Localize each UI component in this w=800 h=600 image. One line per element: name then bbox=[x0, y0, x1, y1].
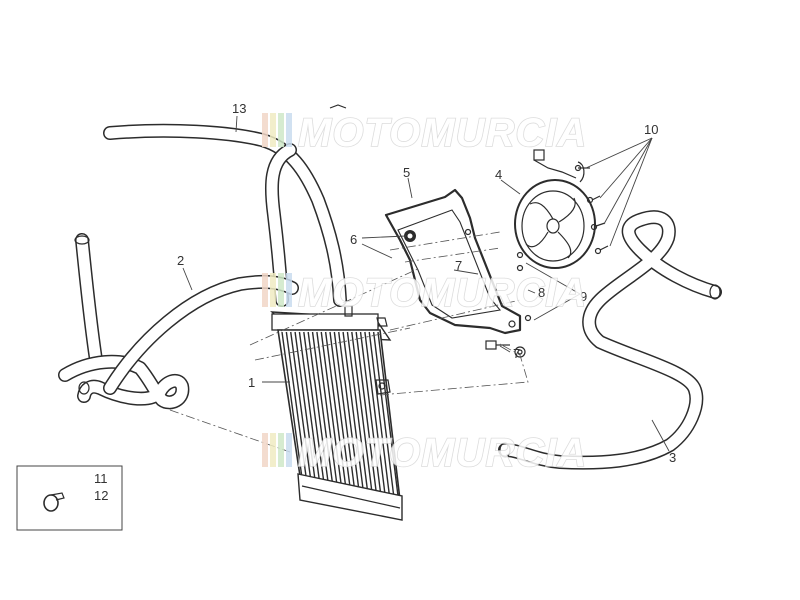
radiator-1 bbox=[270, 305, 403, 521]
callout-numbers: 1 2 3 4 5 6 7 7 8 9 10 13 bbox=[177, 101, 676, 465]
radiator-fin bbox=[307, 331, 329, 484]
watermark-text: MOTOMURCIA bbox=[298, 271, 587, 315]
radiator-fin bbox=[364, 331, 386, 494]
radiator-fin bbox=[377, 331, 399, 497]
watermark-top: MOTOMURCIA bbox=[262, 110, 587, 156]
callout-9: 9 bbox=[580, 289, 587, 304]
callout-5: 5 bbox=[403, 165, 410, 180]
radiator-fin bbox=[311, 331, 334, 484]
screws-10 bbox=[574, 164, 609, 255]
radiator-fins bbox=[281, 331, 399, 497]
watermark-text: MOTOMURCIA bbox=[298, 431, 587, 475]
radiator-fin bbox=[324, 331, 347, 487]
callout-2: 2 bbox=[177, 253, 184, 268]
callout-6: 6 bbox=[350, 232, 357, 247]
radiator-fin bbox=[298, 331, 321, 482]
radiator-fin bbox=[346, 331, 369, 491]
radiator-fin bbox=[351, 331, 373, 492]
callout-1: 1 bbox=[248, 375, 255, 390]
callout-8: 8 bbox=[538, 285, 545, 300]
callout-3: 3 bbox=[669, 450, 676, 465]
radiator-fin bbox=[294, 331, 316, 481]
radiator-fin bbox=[281, 331, 303, 479]
radiator-fin bbox=[355, 331, 377, 492]
watermark-bottom: MOTOMURCIA bbox=[262, 430, 587, 476]
watermark-middle: MOTOMURCIA bbox=[262, 270, 587, 316]
radiator-fin bbox=[338, 331, 360, 489]
radiator-fin bbox=[303, 331, 325, 483]
radiator-fin bbox=[285, 331, 308, 479]
hose-3 bbox=[498, 210, 722, 470]
leader-lines bbox=[182, 115, 670, 452]
radiator-fin bbox=[320, 331, 342, 486]
callout-11: 11 bbox=[94, 471, 108, 486]
fan-bracket-5 bbox=[384, 188, 522, 335]
clamp-inset: 11 12 bbox=[16, 465, 123, 531]
radiator-fin bbox=[329, 331, 351, 488]
cooling-fan-4 bbox=[514, 149, 596, 269]
grommet-6 bbox=[404, 230, 416, 242]
callout-4: 4 bbox=[495, 167, 502, 182]
hose-clamp-icon bbox=[43, 492, 65, 512]
radiator-fin bbox=[368, 331, 390, 495]
radiator-fin bbox=[316, 331, 338, 485]
radiator-fin bbox=[342, 331, 364, 490]
bolt-7 bbox=[485, 340, 510, 350]
callout-12: 12 bbox=[94, 488, 108, 503]
callout-13: 13 bbox=[232, 101, 246, 116]
radiator-fin bbox=[290, 331, 312, 480]
callout-7-upper: 7 bbox=[455, 258, 462, 273]
radiator-fin bbox=[359, 331, 382, 493]
radiator-fin bbox=[372, 331, 395, 496]
nuts-9 bbox=[516, 251, 532, 322]
watermark-text: MOTOMURCIA bbox=[298, 111, 587, 155]
callout-7-lower: 7 bbox=[513, 346, 520, 361]
radiator-fin bbox=[333, 331, 356, 488]
callout-10: 10 bbox=[644, 122, 658, 137]
